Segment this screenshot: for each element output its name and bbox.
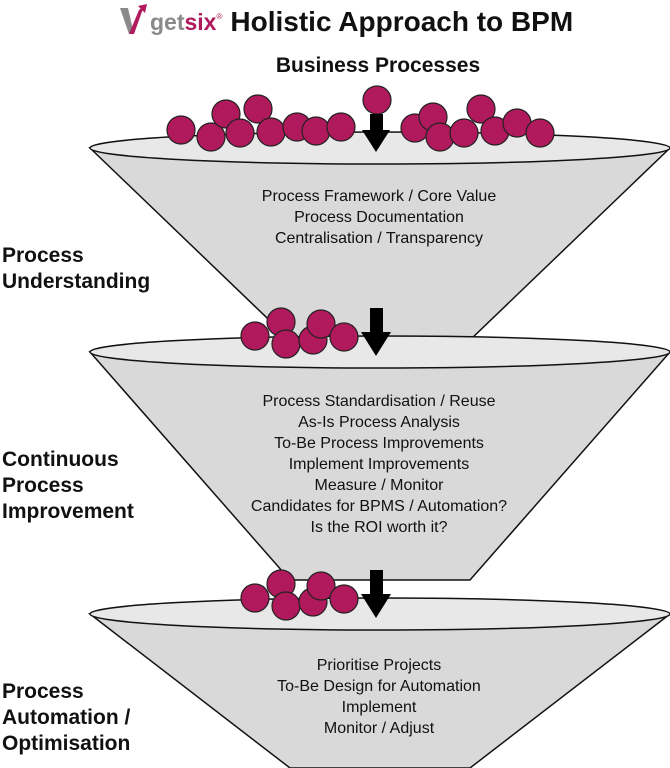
stage-label-line: Process: [2, 244, 84, 267]
business-processes-heading: Business Processes: [275, 54, 481, 77]
funnel-3-line: To-Be Design for Automation: [277, 678, 481, 695]
funnel-3-line: Monitor / Adjust: [323, 720, 435, 737]
process-balls-bottom: [240, 569, 359, 621]
logo-text-six: six: [184, 8, 217, 35]
down-arrow-icon: [361, 570, 391, 618]
getsix-logo-icon: [120, 4, 147, 34]
funnel-3-line: Prioritise Projects: [316, 657, 442, 674]
process-balls-middle: [240, 307, 359, 359]
process-balls-top: [166, 85, 555, 152]
logo-text-get: get: [150, 8, 185, 35]
stage-label-line: Automation /: [2, 706, 131, 729]
down-arrow-icon: [361, 308, 391, 356]
logo-registered-mark: ®: [216, 11, 223, 21]
stage-label-line: Continuous: [2, 448, 119, 471]
funnel-2-text: Process Standardisation / Reuse As-Is Pr…: [219, 391, 539, 538]
funnel-1-line: Centralisation / Transparency: [274, 230, 484, 247]
page-title: Holistic Approach to BPM: [230, 6, 574, 37]
stage-label-continuous-improvement: Continuous Process Improvement: [2, 447, 134, 525]
down-arrow-icon: [362, 114, 390, 152]
stage-label-line: Process: [2, 474, 84, 497]
funnel-2-line: Process Standardisation / Reuse: [262, 393, 496, 410]
stage-label-process-understanding: Process Understanding: [2, 243, 150, 295]
funnel-2-line: As-Is Process Analysis: [298, 414, 460, 431]
funnel-1-text: Process Framework / Core Value Process D…: [229, 186, 529, 249]
funnel-2-line: Is the ROI worth it?: [310, 519, 448, 536]
stage-label-line: Optimisation: [2, 732, 131, 755]
funnel-1-line: Process Documentation: [294, 209, 464, 226]
funnel-2-line: Candidates for BPMS / Automation?: [250, 498, 508, 515]
funnel-1-line: Process Framework / Core Value: [261, 188, 497, 205]
funnel-3-text: Prioritise Projects To-Be Design for Aut…: [229, 655, 529, 739]
funnel-3-line: Implement: [341, 699, 417, 716]
stage-label-line: Process: [2, 680, 84, 703]
funnel-3: [87, 597, 670, 768]
stage-label-process-automation: Process Automation / Optimisation: [2, 679, 130, 757]
funnel-2-line: Measure / Monitor: [314, 477, 444, 494]
funnel-2-line: Implement Improvements: [288, 456, 470, 473]
stage-label-line: Understanding: [2, 270, 151, 293]
funnel-2-line: To-Be Process Improvements: [274, 435, 484, 452]
stage-label-line: Improvement: [2, 500, 134, 523]
